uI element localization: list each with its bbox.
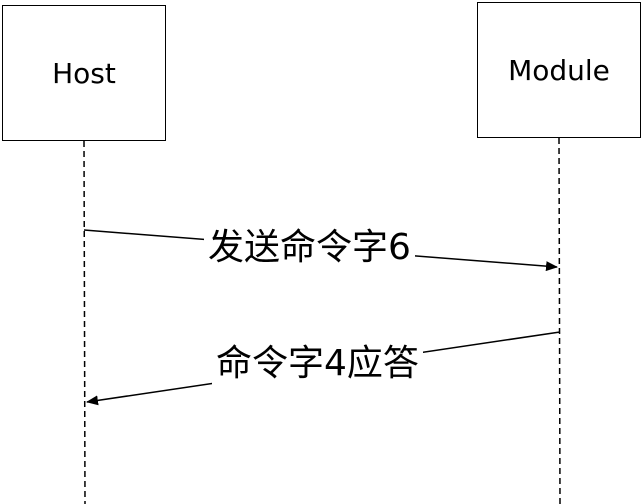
module-participant-box: Module (477, 2, 641, 138)
module-lifeline (558, 137, 561, 504)
host-participant-box: Host (2, 5, 166, 141)
host-participant-label: Host (52, 56, 116, 90)
host-lifeline (83, 140, 86, 504)
message-label-2: 命令字4应答 (212, 342, 423, 386)
module-participant-label: Module (508, 53, 610, 87)
message-label-1: 发送命令字6 (204, 226, 415, 270)
